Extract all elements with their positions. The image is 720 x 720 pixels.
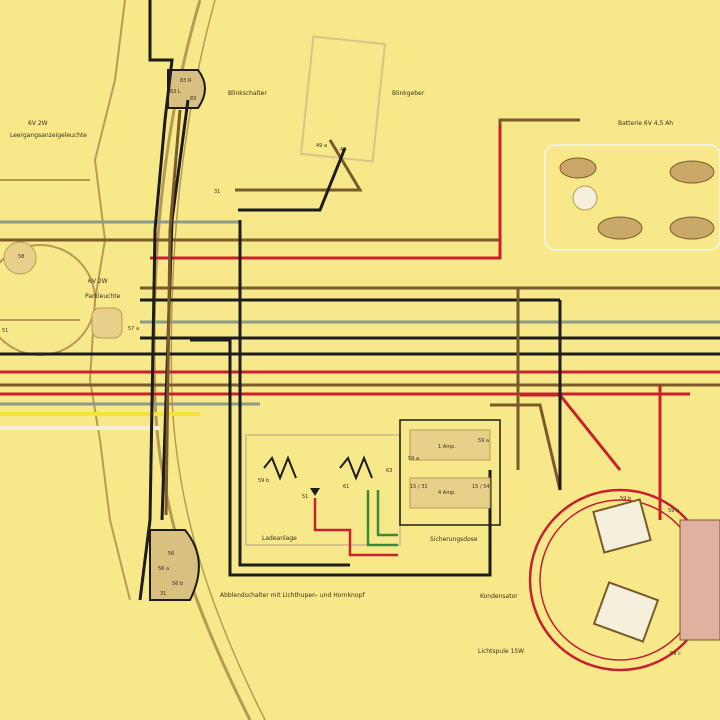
frame-outline (0, 0, 266, 720)
flasher-label: Blinkgeber (392, 90, 425, 97)
terminal-59a-right: 59 a (478, 438, 489, 444)
neutral-lamp (3, 241, 37, 275)
terminal-83L: 83 L (170, 89, 181, 95)
fuse-2-label: 4 Amp. (438, 490, 456, 496)
dimmer-switch-label: Abblendschalter mit Lichthupen- und Horn… (220, 592, 365, 599)
wire-bundle (0, 118, 720, 430)
terminal-56b: 56 b (172, 581, 183, 587)
battery: Batterie 6V 4,5 Ah (544, 120, 720, 251)
terminal-59c: 59 c (670, 651, 681, 657)
terminal-59a-fuse: 59 a (408, 456, 419, 462)
terminal-59b-coil: 59 b (620, 496, 631, 502)
fuse-1-label: 1 Amp. (438, 444, 456, 450)
fuse-box-label: Sicherungsdose (430, 536, 478, 543)
terminal-49a: 49 a (316, 143, 327, 149)
turn-signal-switch: 83 R 83 L 83 Blinkschalter (167, 69, 267, 109)
terminal-83: 83 (190, 96, 196, 102)
terminal-59b-left: 59 b (258, 478, 269, 484)
terminal-56: 56 (168, 551, 174, 557)
terminal-51-charge: 51 (302, 494, 308, 500)
terminal-56a: 56 a (158, 566, 169, 572)
dimmer-switch: 56 56 a 56 b 31 Abblendschalter mit Lich… (149, 529, 365, 601)
terminal-31-dimmer: 31 (160, 591, 166, 597)
terminal-59a-coil: 59 a (668, 508, 679, 514)
neutral-lamp-label: Leergangsanzeigeleuchte (10, 132, 87, 139)
terminal-15-31: 15 / 31 (410, 484, 428, 490)
lighting-coil-label: Lichtspule 15W (478, 648, 524, 655)
terminal-63: 63 (386, 468, 392, 474)
terminal-51-left: 51 (2, 328, 8, 334)
turn-switch-label: Blinkschalter (228, 90, 267, 97)
battery-label: Batterie 6V 4,5 Ah (618, 120, 673, 127)
park-lamp (91, 307, 123, 339)
charging-label: Ladeanlage (262, 535, 297, 542)
terminal-58: 58 (18, 254, 24, 260)
terminal-15-54: 15 / 54 (472, 484, 490, 490)
vertical-wires (138, 0, 662, 601)
condenser-label: Kondensator (480, 593, 518, 600)
fuse-box: 1 Amp. 4 Amp. 59 a 59 a 15 / 31 15 / 54 … (399, 419, 501, 543)
terminal-61: 61 (343, 484, 349, 490)
terminal-83R: 83 R (180, 78, 192, 84)
terminal-57a: 57 a (128, 326, 139, 332)
park-lamp-label: Parkleuchte (85, 293, 121, 300)
park-lamp-wattage: 6V 2W (88, 278, 108, 285)
terminal-31-top: 31 (214, 189, 220, 195)
neutral-lamp-wattage: 6V 2W (28, 120, 48, 127)
generator: 59 b 59 a 59 c Kondensator Lichtspule 15… (478, 488, 720, 672)
